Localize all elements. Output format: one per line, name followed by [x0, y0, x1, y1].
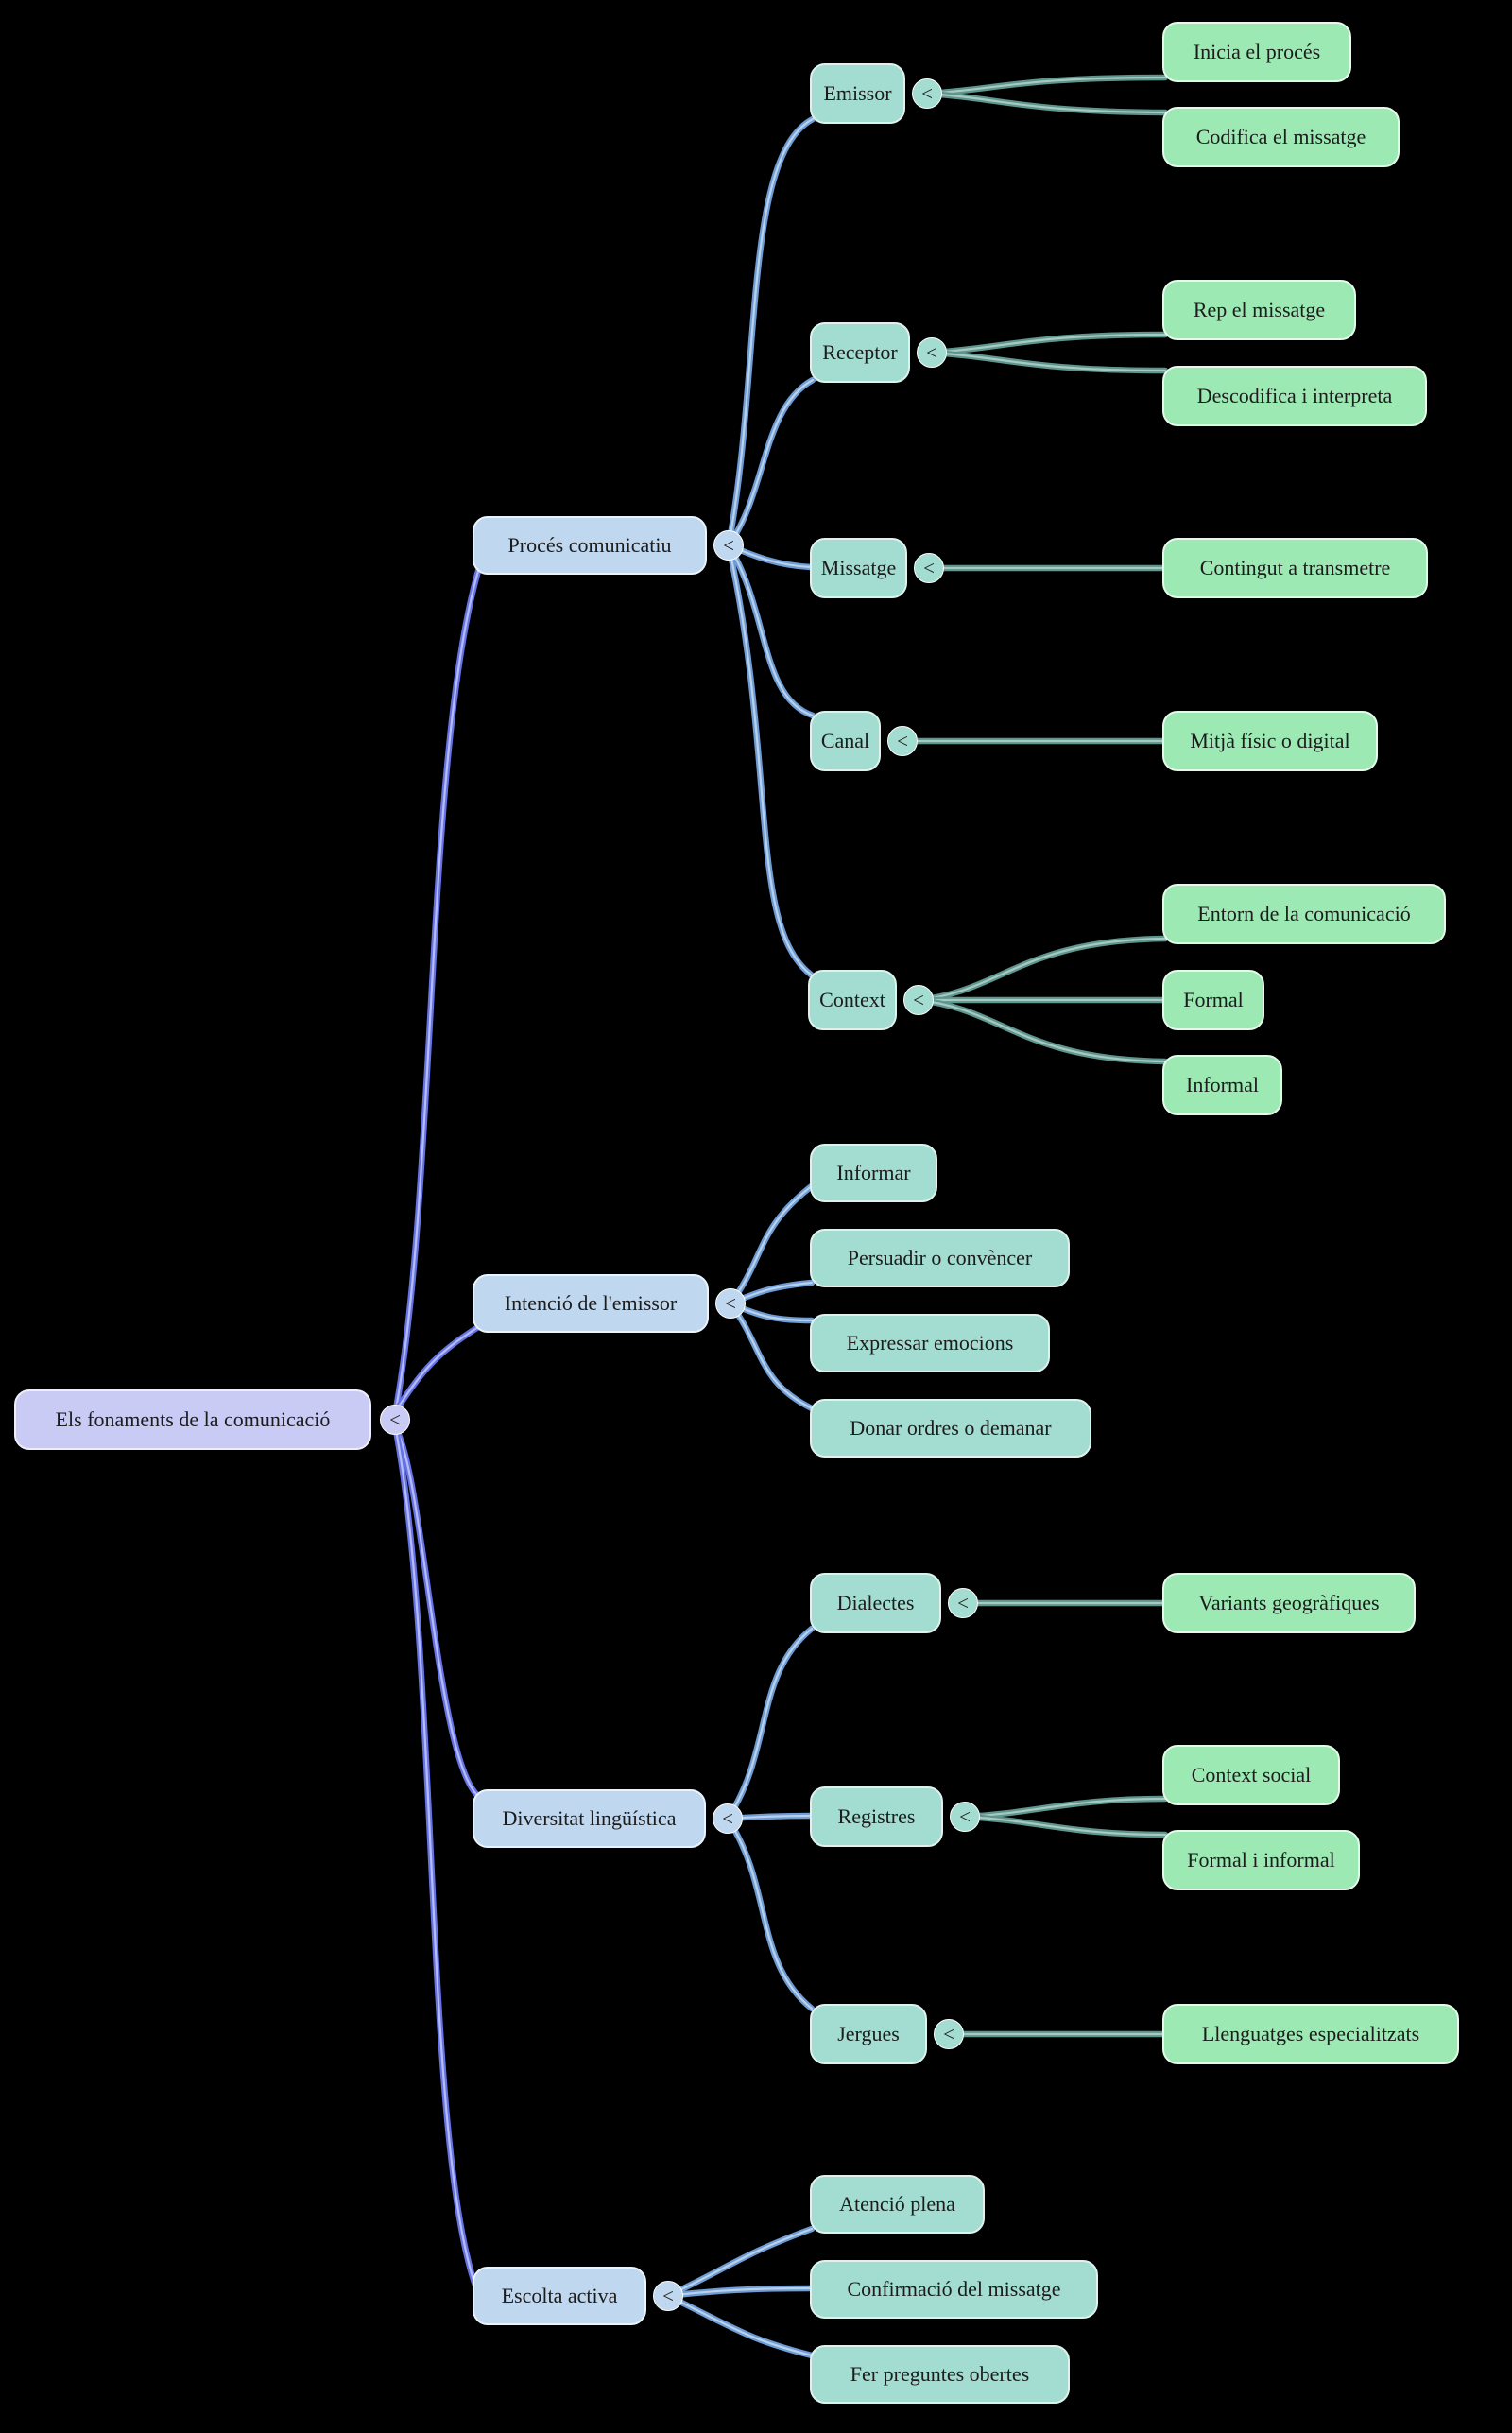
edge-proces-context: [727, 544, 813, 976]
edge-receptor-descodifica: [930, 351, 1167, 372]
collapse-button-context[interactable]: <: [903, 985, 934, 1015]
node-llenguatges-especialitzats[interactable]: Llenguatges especialitzats: [1162, 2004, 1459, 2064]
edge-root-escolta: [393, 1424, 480, 2295]
node-canal[interactable]: Canal: [810, 711, 881, 771]
edge-emissor-inicia: [925, 76, 1167, 95]
collapse-button-intencio[interactable]: <: [715, 1288, 746, 1319]
edge-proces-receptor: [727, 378, 815, 547]
edge-root-diversitat: [391, 1424, 482, 1800]
collapse-button-dialectes[interactable]: <: [948, 1588, 978, 1618]
edge-intencio-donar: [729, 1302, 814, 1410]
node-receptor[interactable]: Receptor: [810, 322, 910, 383]
node-persuadir-o-convencer[interactable]: Persuadir o convèncer: [810, 1229, 1070, 1287]
node-fer-preguntes-obertes[interactable]: Fer preguntes obertes: [810, 2345, 1070, 2404]
collapse-button-proces[interactable]: <: [713, 530, 744, 561]
node-atencio-plena[interactable]: Atenció plena: [810, 2175, 985, 2234]
node-diversitat-linguistica[interactable]: Diversitat lingüística: [472, 1789, 706, 1848]
edge-escolta-fer: [664, 2292, 816, 2359]
node-jergues[interactable]: Jergues: [810, 2004, 927, 2064]
node-registres[interactable]: Registres: [810, 1786, 943, 1847]
node-expressar-emocions[interactable]: Expressar emocions: [810, 1314, 1050, 1372]
edge-proces-emissor: [727, 117, 815, 547]
node-context[interactable]: Context: [808, 970, 897, 1030]
node-rep-el-missatge[interactable]: Rep el missatge: [1162, 280, 1356, 340]
node-dialectes[interactable]: Dialectes: [810, 1573, 941, 1633]
edge-receptor-rep: [930, 333, 1167, 354]
edge-context-informal: [915, 996, 1169, 1065]
collapse-button-root[interactable]: <: [380, 1405, 410, 1435]
edge-context-entorn: [917, 937, 1167, 1002]
node-variants-geografiques[interactable]: Variants geogràfiques: [1162, 1573, 1416, 1633]
edge-diversitat-jergues: [726, 1817, 814, 2010]
edge-root-intencio: [393, 1325, 480, 1414]
collapse-button-escolta[interactable]: <: [653, 2281, 683, 2311]
edge-escolta-atencio: [666, 2227, 814, 2298]
collapse-button-missatge[interactable]: <: [914, 553, 944, 583]
edge-registres-contextsocial: [963, 1797, 1167, 1819]
node-intencio-emissor[interactable]: Intenció de l'emissor: [472, 1274, 709, 1333]
node-descodifica-i-interpreta[interactable]: Descodifica i interpreta: [1162, 366, 1427, 426]
edge-context-entorn: [915, 935, 1169, 1004]
edge-root-diversitat: [393, 1425, 480, 1798]
collapse-button-emissor[interactable]: <: [912, 78, 942, 109]
edge-emissor-codifica: [925, 92, 1167, 114]
node-donar-ordres[interactable]: Donar ordres o demanar: [810, 1399, 1091, 1458]
edge-diversitat-dialectes: [724, 1625, 816, 1822]
node-formal-i-informal[interactable]: Formal i informal: [1162, 1830, 1360, 1890]
edge-intencio-informar: [729, 1183, 815, 1305]
collapse-button-registres[interactable]: <: [950, 1802, 980, 1832]
edge-diversitat-dialectes: [726, 1627, 814, 1820]
node-confirmacio-missatge[interactable]: Confirmació del missatge: [810, 2260, 1098, 2319]
edge-proces-canal: [727, 544, 815, 717]
node-formal[interactable]: Formal: [1162, 970, 1264, 1030]
node-codifica-el-missatge[interactable]: Codifica el missatge: [1162, 107, 1400, 167]
edge-escolta-confirmacio: [666, 2286, 813, 2298]
edge-context-informal: [917, 998, 1167, 1063]
node-els-fonaments[interactable]: Els fonaments de la comunicació: [14, 1389, 371, 1450]
node-emissor[interactable]: Emissor: [810, 63, 905, 124]
node-missatge[interactable]: Missatge: [810, 538, 907, 598]
collapse-button-canal[interactable]: <: [887, 726, 918, 756]
node-proces-comunicatiu[interactable]: Procés comunicatiu: [472, 516, 707, 575]
collapse-button-receptor[interactable]: <: [917, 337, 947, 368]
edge-root-escolta: [391, 1422, 482, 2297]
node-escolta-activa[interactable]: Escolta activa: [472, 2267, 646, 2325]
node-informal[interactable]: Informal: [1162, 1055, 1282, 1115]
edge-escolta-fer: [666, 2294, 814, 2357]
node-entorn-comunicacio[interactable]: Entorn de la comunicació: [1162, 884, 1446, 944]
edge-root-proces: [391, 567, 482, 1418]
edge-root-proces: [393, 569, 480, 1416]
edge-diversitat-jergues: [724, 1815, 816, 2012]
collapse-button-diversitat[interactable]: <: [713, 1803, 743, 1834]
node-mitja-fisic-o-digital[interactable]: Mitjà físic o digital: [1162, 711, 1378, 771]
node-informar[interactable]: Informar: [810, 1144, 937, 1202]
collapse-button-jergues[interactable]: <: [934, 2019, 964, 2049]
node-inicia-el-proces[interactable]: Inicia el procés: [1162, 22, 1351, 82]
edge-registres-formalinformal: [963, 1815, 1167, 1837]
edge-proces-emissor: [725, 115, 816, 549]
node-contingut-a-transmetre[interactable]: Contingut a transmetre: [1162, 538, 1428, 598]
node-context-social[interactable]: Context social: [1162, 1745, 1340, 1805]
